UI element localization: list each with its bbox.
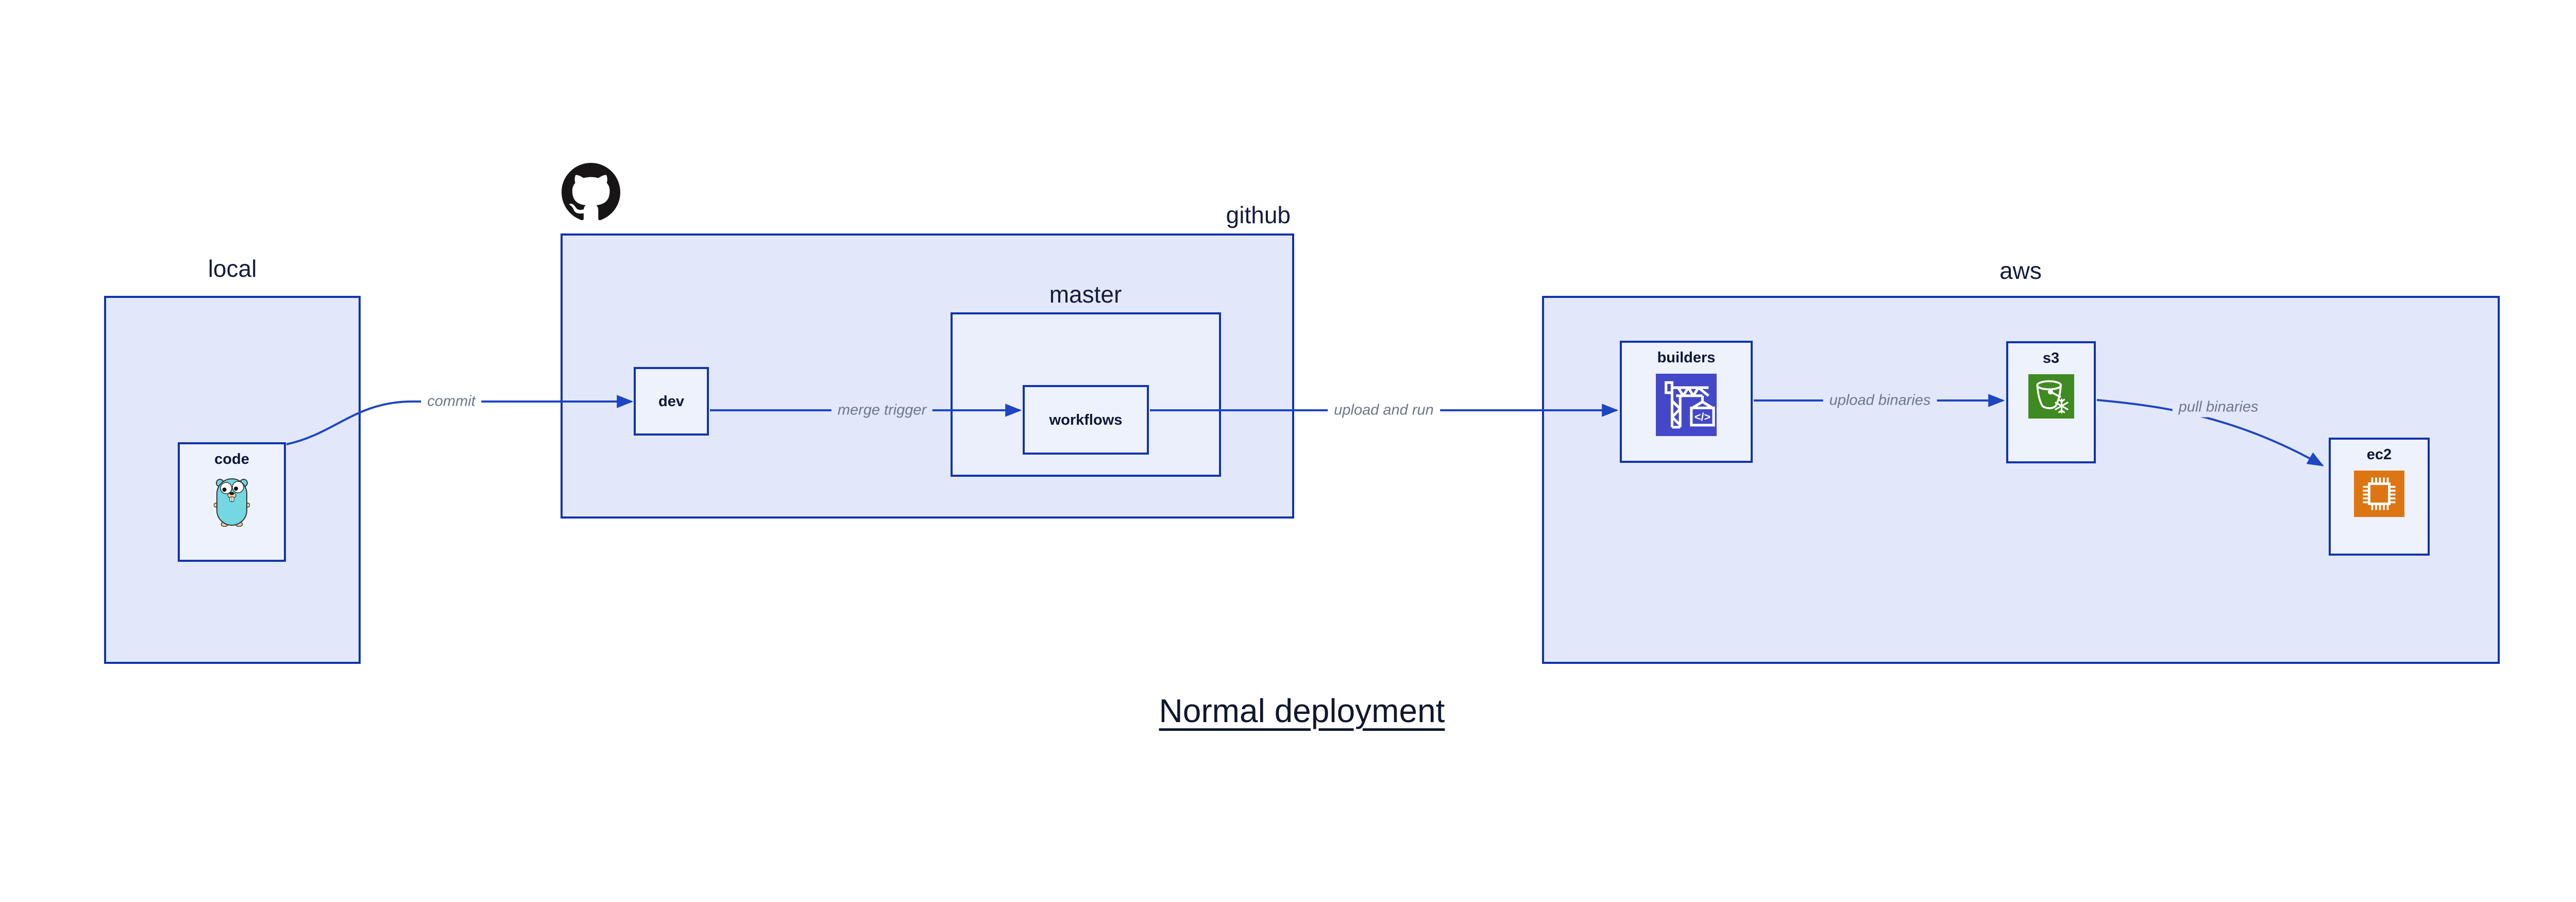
edge-label-upload-and-run: upload and run (1328, 400, 1440, 421)
node-label-workflows: workflows (1049, 411, 1123, 428)
node-dev: dev (634, 367, 709, 436)
aws-codebuild-crane-icon: </> (1656, 374, 1717, 436)
node-builders: builders (1620, 341, 1753, 463)
group-label-github: github (1226, 202, 1291, 228)
node-s3: s3 (2006, 341, 2096, 463)
group-label-aws: aws (1999, 257, 2042, 284)
go-gopher-icon (214, 475, 250, 527)
svg-text:</>: </> (1694, 410, 1710, 423)
edge-label-commit: commit (421, 391, 482, 412)
node-label-builders: builders (1657, 349, 1716, 366)
edge-label-pull-binaries: pull binaries (2172, 397, 2265, 417)
group-label-local: local (208, 255, 257, 282)
node-ec2: ec2 (2329, 438, 2430, 556)
edge-label-merge-trigger: merge trigger (831, 400, 933, 421)
edge-label-upload-binaries: upload binaries (1823, 390, 1937, 411)
node-label-dev: dev (658, 393, 684, 410)
node-label-s3: s3 (2042, 350, 2060, 366)
node-label-ec2: ec2 (2366, 446, 2392, 463)
aws-ec2-chip-icon (2354, 471, 2404, 517)
node-label-code: code (214, 451, 249, 467)
node-code: code (178, 442, 286, 562)
group-label-master: master (1049, 281, 1122, 308)
diagram-title: Normal deployment (1159, 692, 1445, 729)
github-octocat-icon (562, 163, 620, 222)
node-workflows: workflows (1023, 385, 1149, 455)
aws-s3-glacier-bucket-icon (2028, 374, 2074, 419)
